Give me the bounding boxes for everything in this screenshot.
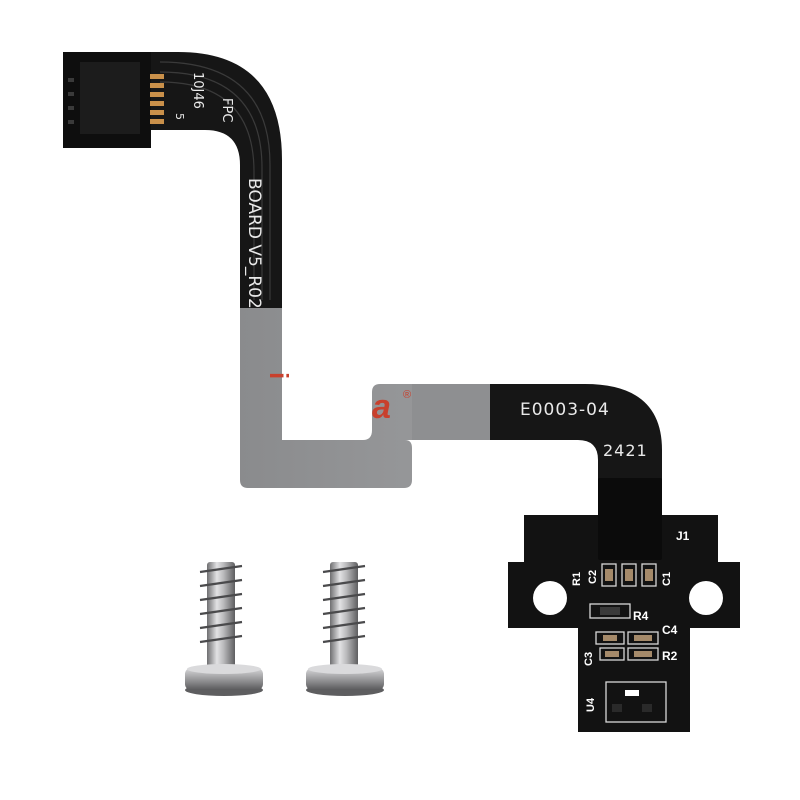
connector-pins	[150, 74, 164, 124]
screw-right	[306, 562, 384, 696]
flex-cable: 10J46 5 FPC BOARD V5_R02	[63, 52, 282, 310]
flex-cable-top-bend	[150, 52, 282, 310]
date-code-marking: 2421	[603, 441, 648, 460]
label-r2: R2	[662, 649, 678, 663]
gray-stiffener: a ® i	[240, 308, 492, 488]
mount-hole-left	[533, 581, 567, 615]
cable-board-revision: BOARD V5_R02	[244, 178, 264, 309]
smd-components	[589, 563, 667, 723]
label-c1: C1	[661, 572, 673, 586]
label-u4: U4	[585, 697, 597, 712]
cable-type-label: FPC	[219, 98, 234, 122]
cable-part-code: 10J46	[190, 72, 205, 109]
label-c2: C2	[587, 570, 599, 584]
label-c3: C3	[583, 652, 595, 666]
label-j1: J1	[676, 529, 690, 543]
svg-text:i: i	[264, 372, 294, 379]
label-r1: R1	[571, 572, 583, 586]
label-r4: R4	[633, 609, 649, 623]
svg-text:®: ®	[403, 389, 411, 401]
mount-hole-right	[689, 581, 723, 615]
screw-left	[185, 562, 263, 696]
sensor-board: J1 R1 C2 C1 R4 C4 C3 R2 U4	[508, 478, 740, 732]
red-logo-fragment: a	[372, 388, 391, 426]
cable-index: 5	[173, 113, 186, 120]
label-c4: C4	[662, 623, 678, 637]
cable-traces	[159, 61, 271, 300]
smd-parts	[600, 569, 653, 712]
model-marking: E0003-04	[520, 400, 610, 420]
